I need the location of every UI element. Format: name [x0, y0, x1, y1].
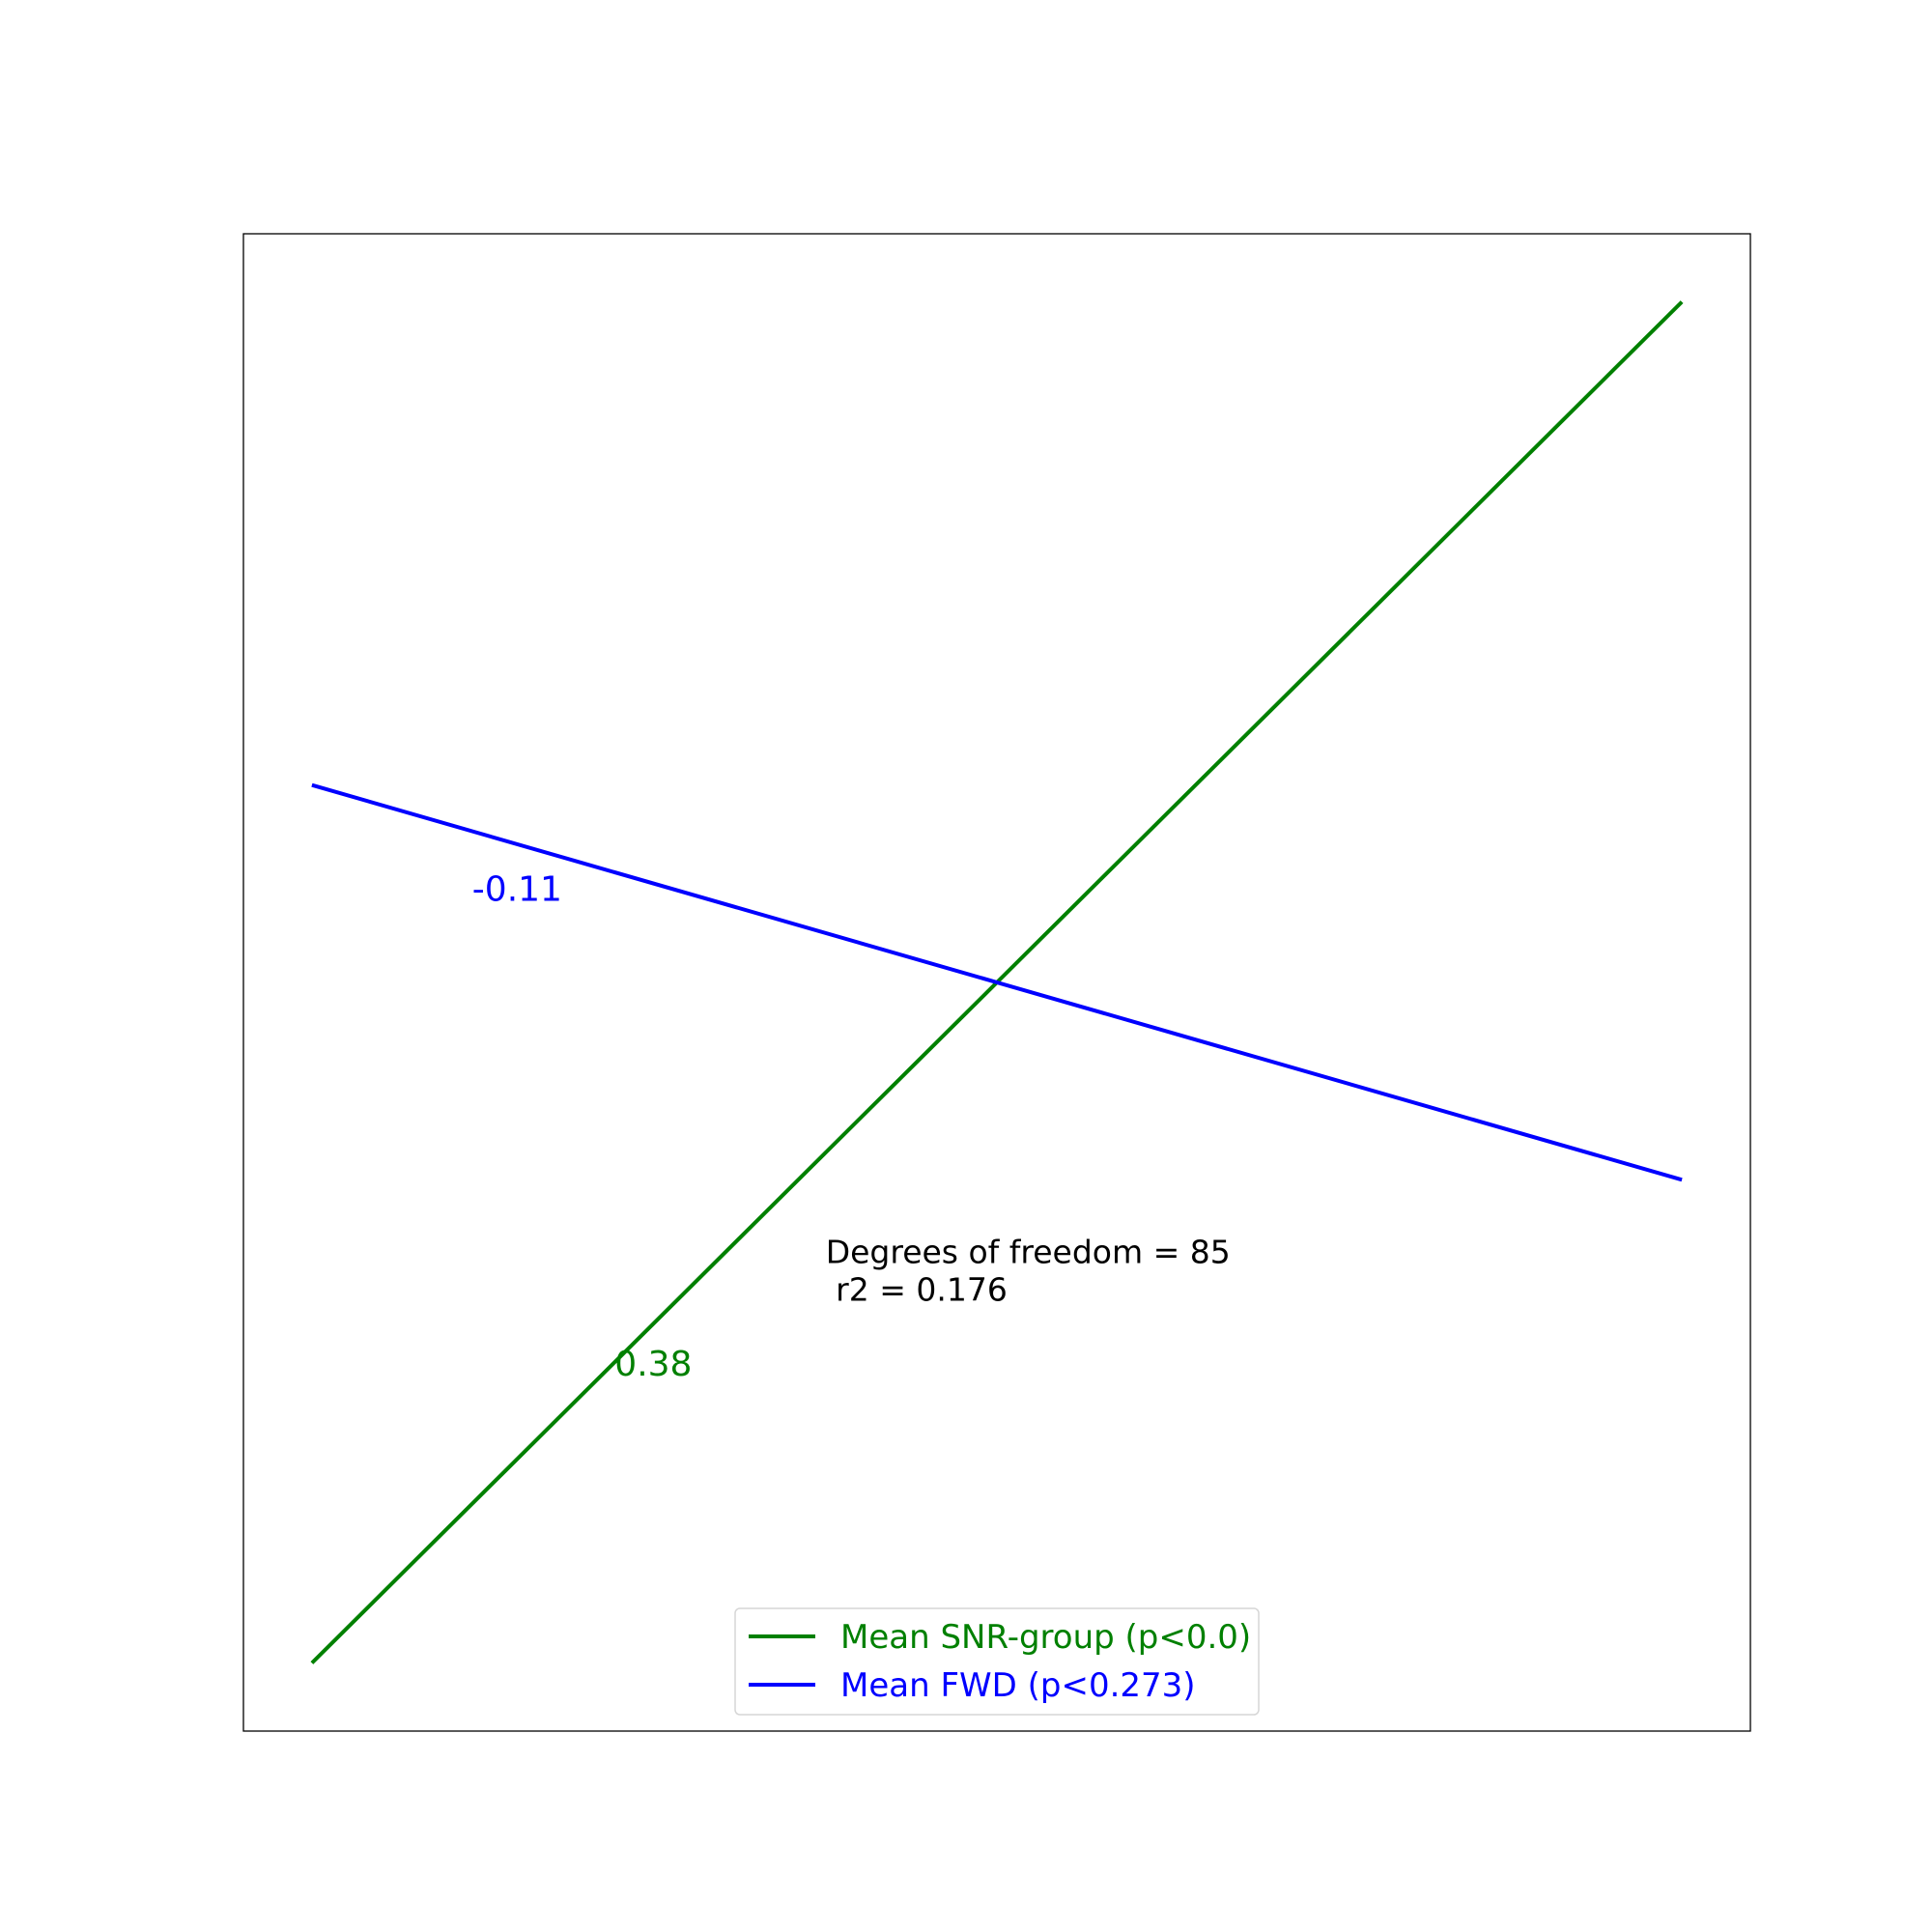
legend-label-0: Mean SNR-group (p<0.0): [840, 1618, 1251, 1657]
series-line-1: [311, 782, 1683, 1182]
legend: Mean SNR-group (p<0.0) Mean FWD (p<0.273): [734, 1607, 1260, 1716]
annotation-line-1: r2 = 0.176: [826, 1270, 1008, 1308]
series-value-label-0: 0.38: [614, 1345, 692, 1384]
legend-box: [734, 1607, 1260, 1716]
series-value-label-1: -0.11: [472, 870, 562, 910]
legend-label-1: Mean FWD (p<0.273): [840, 1666, 1196, 1705]
series-layer: [310, 300, 1684, 1664]
annotation-line-0: Degrees of freedom = 85: [826, 1233, 1231, 1270]
annotation-layer: Degrees of freedom = 85 r2 = 0.176: [826, 1233, 1231, 1308]
label-layer: 0.38 -0.11: [472, 870, 693, 1385]
plot-area-frame: [242, 233, 1751, 1732]
